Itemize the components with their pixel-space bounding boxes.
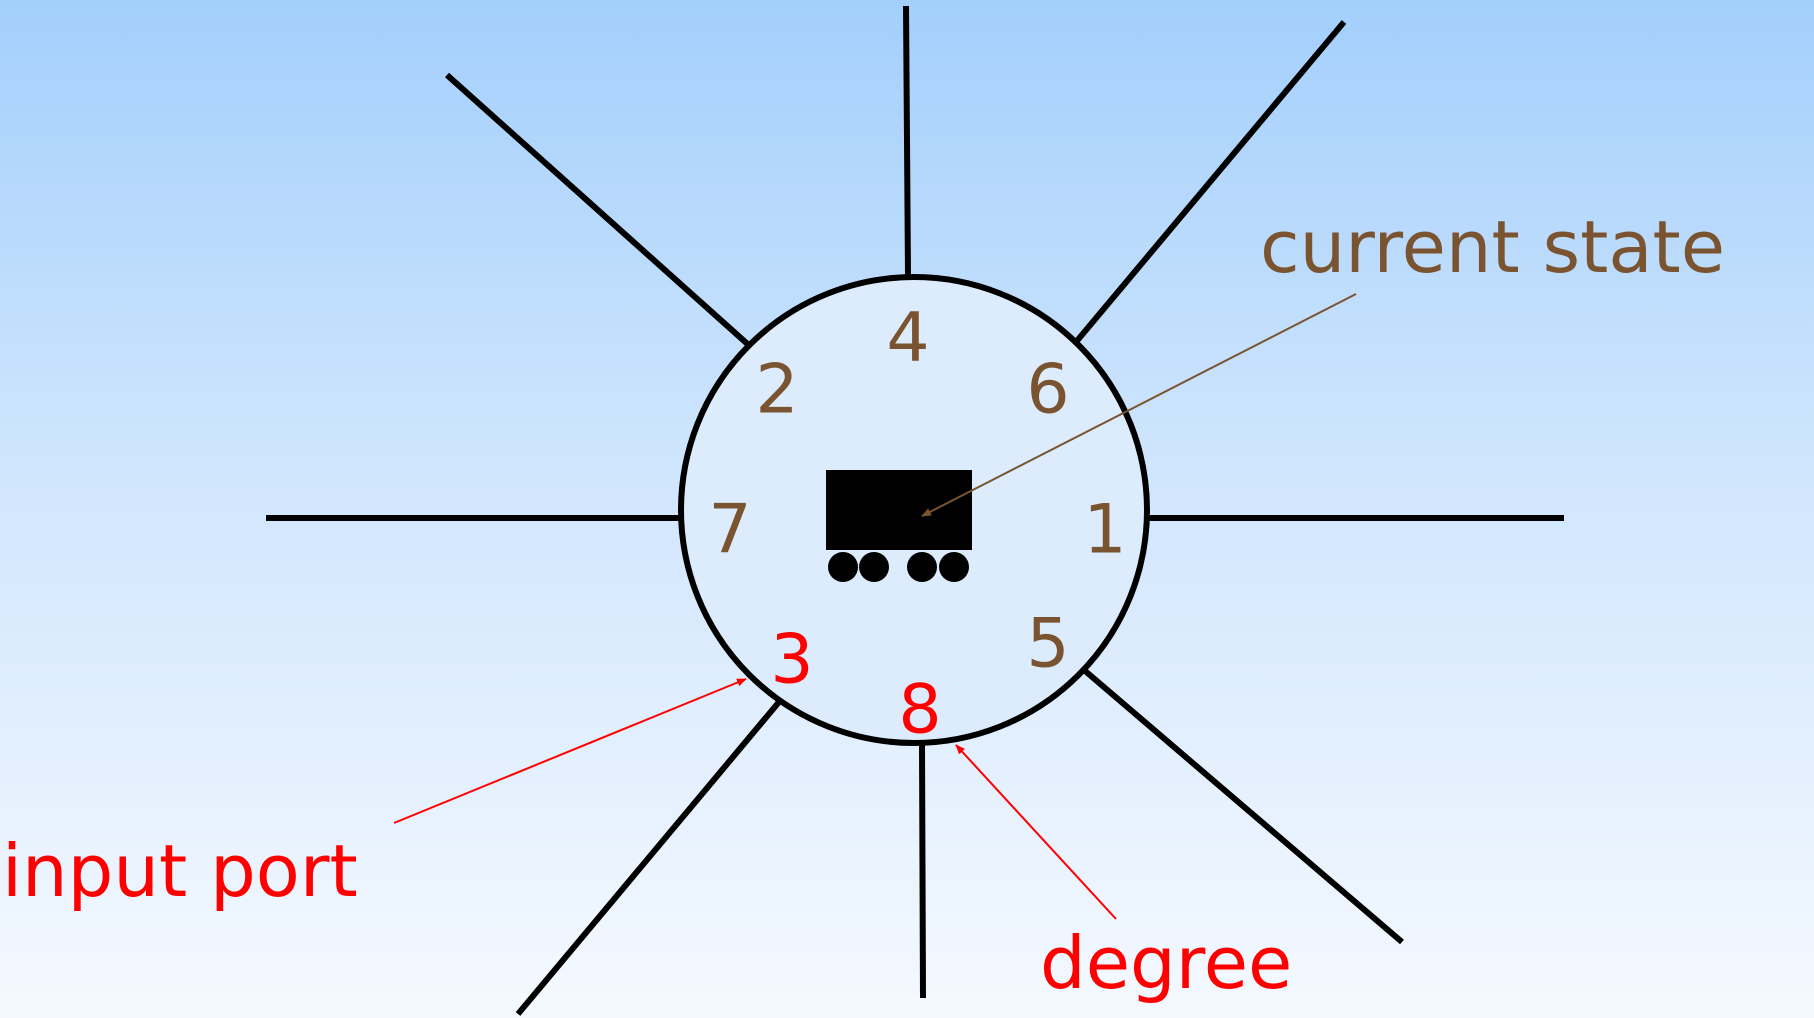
- state-wheel: [939, 552, 969, 582]
- port-number: 3: [770, 621, 813, 700]
- degree-label: degree: [1040, 921, 1292, 1005]
- state-wheel: [859, 552, 889, 582]
- port-number: 4: [886, 299, 929, 378]
- current-state-arrow: [921, 293, 1357, 517]
- port-number-group: 4 2 6 7 1 5 3 8: [708, 299, 1126, 750]
- edge-up: [903, 5, 911, 277]
- input-port-label: input port: [2, 829, 358, 913]
- current-state-block: [826, 470, 972, 582]
- port-number: 5: [1026, 605, 1069, 684]
- state-wheel: [828, 552, 858, 582]
- edge-upper-left: [444, 72, 755, 351]
- degree-arrow: [955, 744, 1117, 920]
- current-state-label: current state: [1260, 205, 1725, 289]
- port-number: 8: [898, 671, 941, 750]
- state-body: [826, 470, 972, 550]
- port-number: 1: [1083, 491, 1126, 570]
- state-wheel: [907, 552, 937, 582]
- edge-lower-left: [515, 694, 787, 1016]
- port-number: 2: [755, 351, 798, 430]
- input-port-arrow: [393, 678, 747, 824]
- edge-group: [266, 5, 1564, 1016]
- edge-upper-right: [1073, 20, 1347, 344]
- port-number: 6: [1026, 351, 1069, 430]
- port-number: 7: [708, 491, 751, 570]
- edge-down: [919, 743, 926, 999]
- edge-lower-right: [1082, 667, 1404, 945]
